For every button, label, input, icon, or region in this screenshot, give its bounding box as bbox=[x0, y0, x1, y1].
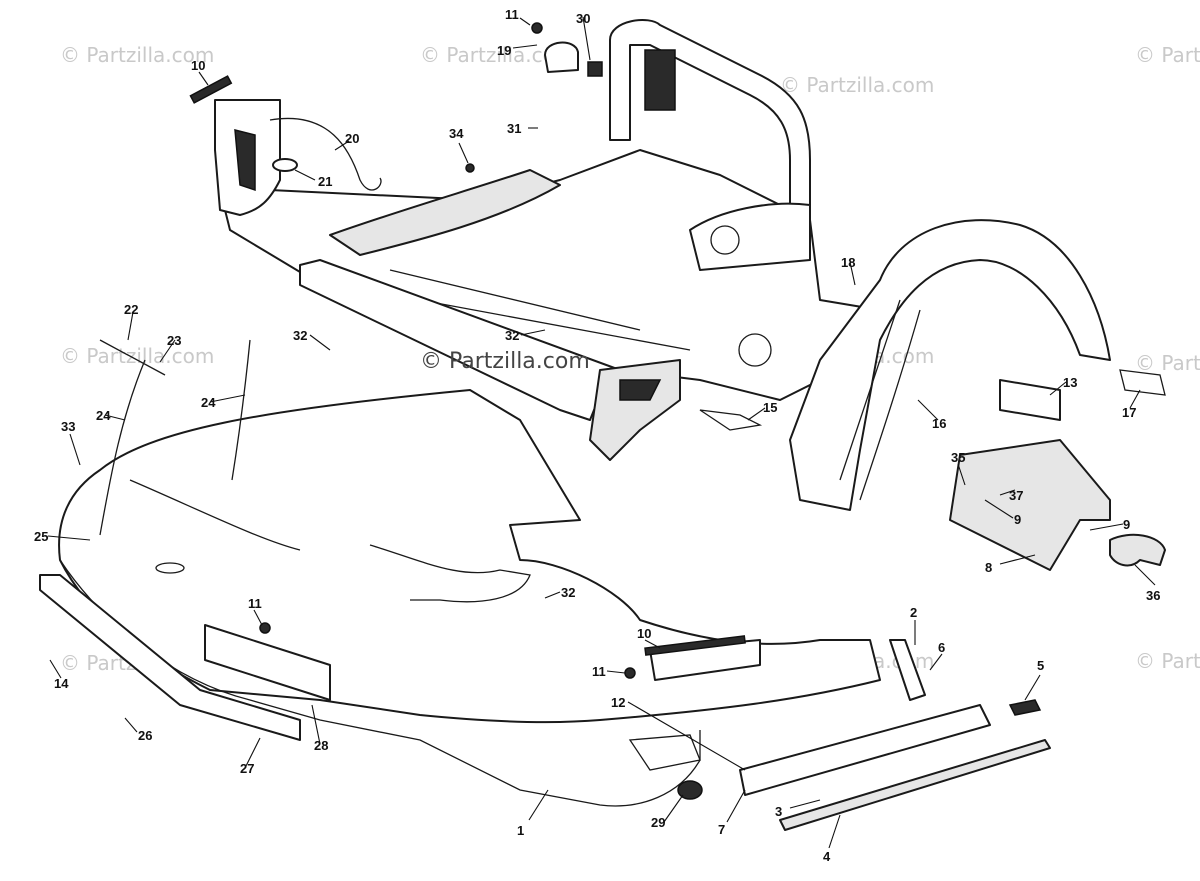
part-runners bbox=[39, 75, 1051, 831]
callout-14: 14 bbox=[54, 676, 69, 691]
callout-21: 21 bbox=[318, 174, 332, 189]
callout-29: 29 bbox=[651, 815, 665, 830]
callout-20: 20 bbox=[345, 131, 359, 146]
watermark: © Partzilla.com bbox=[60, 344, 214, 368]
callout-5: 5 bbox=[1037, 658, 1044, 673]
watermark: © Partzilla.com bbox=[1135, 649, 1200, 673]
watermark: © Partzilla.com bbox=[1135, 43, 1200, 67]
part-rear-fender bbox=[789, 219, 1111, 511]
callout-30: 30 bbox=[576, 11, 590, 26]
callout-35: 35 bbox=[951, 450, 965, 465]
callout-24a: 24 bbox=[96, 408, 111, 423]
callout-36: 36 bbox=[1146, 588, 1160, 603]
callout-8: 8 bbox=[985, 560, 992, 575]
callout-33: 33 bbox=[61, 419, 75, 434]
callout-10b: 10 bbox=[637, 626, 651, 641]
callout-34: 34 bbox=[449, 126, 464, 141]
callout-6: 6 bbox=[938, 640, 945, 655]
callout-18: 18 bbox=[841, 255, 855, 270]
callout-19: 19 bbox=[497, 43, 511, 58]
callout-17: 17 bbox=[1122, 405, 1136, 420]
callout-9a: 9 bbox=[1123, 517, 1130, 532]
part-bracket-8 bbox=[949, 379, 1166, 571]
part-belly-pan bbox=[58, 389, 881, 807]
callout-7: 7 bbox=[718, 822, 725, 837]
callout-3: 3 bbox=[775, 804, 782, 819]
watermark: © Partzilla.com bbox=[780, 73, 934, 97]
callout-15: 15 bbox=[763, 400, 777, 415]
callout-25: 25 bbox=[34, 529, 48, 544]
callout-4: 4 bbox=[823, 849, 831, 864]
callout-2: 2 bbox=[910, 605, 917, 620]
watermark-center: © Partzilla.com bbox=[420, 349, 590, 374]
callout-1: 1 bbox=[517, 823, 524, 838]
callout-16: 16 bbox=[932, 416, 946, 431]
watermark: © Partzilla.com bbox=[1135, 351, 1200, 375]
callout-10a: 10 bbox=[191, 58, 205, 73]
part-front-bumper bbox=[299, 259, 681, 461]
callout-13: 13 bbox=[1063, 375, 1077, 390]
callout-12: 12 bbox=[611, 695, 625, 710]
callout-24b: 24 bbox=[201, 395, 216, 410]
part-tunnel-frame bbox=[214, 19, 881, 401]
callout-37: 37 bbox=[1009, 488, 1023, 503]
callout-9b: 9 bbox=[1014, 512, 1021, 527]
callout-28: 28 bbox=[314, 738, 328, 753]
callout-27: 27 bbox=[240, 761, 254, 776]
callout-11c: 11 bbox=[592, 664, 606, 679]
leader-lines bbox=[47, 16, 1156, 849]
callout-22: 22 bbox=[124, 302, 138, 317]
callout-26: 26 bbox=[138, 728, 152, 743]
callout-32b: 32 bbox=[505, 328, 519, 343]
callout-32c: 32 bbox=[561, 585, 575, 600]
callout-labels: 1 2 3 4 5 6 7 8 9 9 10 10 11 11 11 12 13… bbox=[34, 7, 1160, 864]
callout-32a: 32 bbox=[293, 328, 307, 343]
callout-11a: 11 bbox=[505, 7, 519, 22]
callout-23: 23 bbox=[167, 333, 181, 348]
callout-11b: 11 bbox=[248, 596, 262, 611]
callout-31: 31 bbox=[507, 121, 521, 136]
part-hardware bbox=[99, 22, 1166, 679]
watermark: © Partzilla.com bbox=[60, 43, 214, 67]
